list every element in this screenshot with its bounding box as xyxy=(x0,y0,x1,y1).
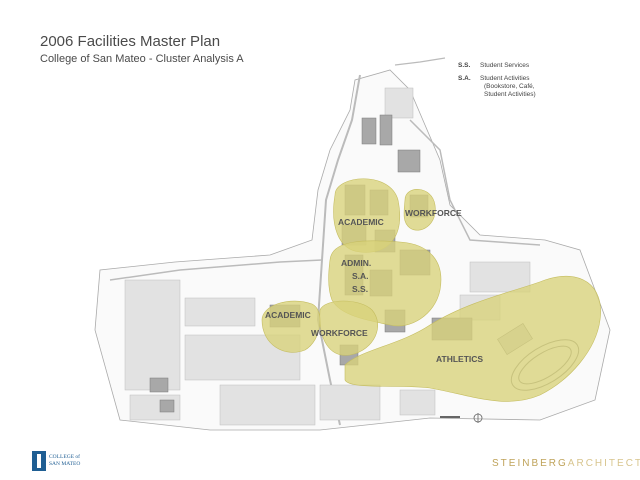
firm-logo: STEINBERGARCHITECTS xyxy=(492,458,640,469)
loop-road xyxy=(109,259,323,281)
legend: S.S. Student Services S.A. Student Activ… xyxy=(458,62,564,99)
parking-lot xyxy=(399,389,436,416)
parking-lots xyxy=(124,87,531,426)
parking-lot xyxy=(469,261,531,293)
zone-label-athletics: ATHLETICS xyxy=(436,354,484,364)
zone-label-academic-north: ACADEMIC xyxy=(338,217,384,227)
legend-desc: Student Activities) xyxy=(484,91,536,98)
legend-desc: Student Services xyxy=(480,62,530,69)
zone-label-workforce-south: WORKFORCE xyxy=(311,328,368,338)
parking-lot xyxy=(184,297,256,327)
page-title: 2006 Facilities Master Plan xyxy=(40,33,221,50)
college-logo: COLLEGE of SAN MATEO xyxy=(32,451,80,471)
zone-label-admin: ADMIN. xyxy=(341,258,372,268)
legend-desc: Student Activities xyxy=(480,75,530,82)
legend-item-sa: S.A. Student Activities xyxy=(458,75,564,83)
building xyxy=(379,114,393,146)
east-road xyxy=(409,119,541,246)
zone-label-workforce-north: WORKFORCE xyxy=(405,208,462,218)
logo-line2: SAN MATEO xyxy=(49,461,81,467)
legend-code: S.S. xyxy=(458,62,471,69)
logo-mark-icon xyxy=(32,451,46,471)
building xyxy=(159,399,175,413)
scale-bar xyxy=(440,416,460,418)
zone-workforce-north xyxy=(403,189,436,231)
logo-line1: COLLEGE of xyxy=(49,454,81,460)
legend-code: S.A. xyxy=(458,75,471,82)
zone-athletics xyxy=(344,275,601,402)
parking-lot xyxy=(124,279,181,391)
zone-label-ss: S.S. xyxy=(352,284,369,294)
building xyxy=(361,117,377,145)
north-arrow-icon xyxy=(473,413,483,423)
north-road xyxy=(394,57,446,66)
zone-academic-north xyxy=(333,178,400,253)
parking-lot xyxy=(384,87,414,119)
building xyxy=(149,377,169,393)
legend-item-ss: S.S. Student Services xyxy=(458,62,564,70)
page-subtitle: College of San Mateo - Cluster Analysis … xyxy=(40,53,244,65)
building xyxy=(397,149,421,173)
parking-lot xyxy=(219,384,316,426)
zone-workforce-south xyxy=(319,300,378,356)
legend-desc: (Bookstore, Café, xyxy=(484,83,535,90)
parking-lot xyxy=(319,384,381,421)
zone-label-sa: S.A. xyxy=(352,271,369,281)
firm-name-bold: STEINBERG xyxy=(492,458,568,469)
zone-label-academic-west: ACADEMIC xyxy=(265,310,311,320)
firm-name-light: ARCHITECTS xyxy=(567,458,640,469)
main-road xyxy=(316,74,361,426)
zone-academic-west xyxy=(261,300,321,353)
